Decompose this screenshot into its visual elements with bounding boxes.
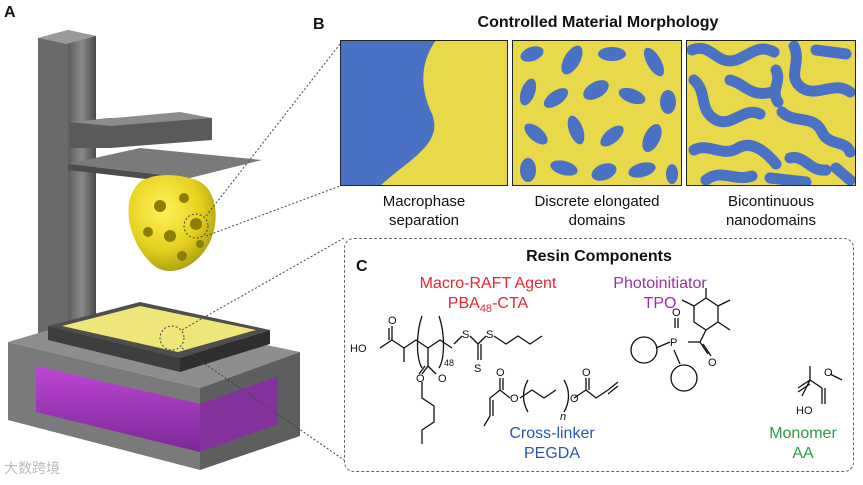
caption-macrophase-line2: separation <box>388 212 460 229</box>
caption-macrophase-line1: Macrophase <box>382 193 466 210</box>
tile-bicontinuous <box>686 40 856 186</box>
text-o-pegda4: O <box>582 367 591 379</box>
text-o-tpo: O <box>672 307 681 319</box>
macro-raft-sub: 48 <box>479 303 493 316</box>
text-o-tpo2: O <box>708 357 717 369</box>
resin-components-box <box>344 238 854 472</box>
printer-illustration <box>8 30 300 470</box>
caption-discrete-line2: domains <box>568 212 626 229</box>
caption-bicontinuous: Bicontinuous nanodomains <box>686 192 856 230</box>
macro-raft-line2: PBA48-CTA <box>398 294 578 319</box>
tile-discrete <box>512 40 682 186</box>
caption-bicontinuous-line2: nanodomains <box>725 212 817 229</box>
macro-raft-prefix: PBA <box>447 295 480 312</box>
chemical-structures: HO O 48 S S S O O O O n O O O P O HO O <box>350 288 843 444</box>
monomer-label: Monomer AA <box>758 424 848 464</box>
text-ho-raft: HO <box>350 343 367 355</box>
text-o-ester2: O <box>438 373 447 385</box>
resin-components-title: Resin Components <box>526 248 672 265</box>
build-plate <box>68 148 262 178</box>
caption-macrophase: Macrophase separation <box>340 192 508 230</box>
panel-c-letter: C <box>356 258 368 275</box>
crosslinker-line2: PEGDA <box>523 445 580 462</box>
panel-b-letter: B <box>313 16 325 33</box>
macro-raft-line1: Macro-RAFT Agent <box>419 275 557 292</box>
text-s3: S <box>474 363 481 375</box>
text-o-pegda2: O <box>510 393 519 405</box>
photoinitiator-line2: TPO <box>643 295 677 312</box>
monomer-line1: Monomer <box>769 425 837 442</box>
crosslinker-line1: Cross-linker <box>509 425 595 442</box>
text-n: n <box>560 411 566 423</box>
text-o-ester1: O <box>416 373 425 385</box>
column-side <box>38 30 68 338</box>
text-o-pegda1: O <box>496 367 505 379</box>
caption-discrete: Discrete elongated domains <box>512 192 682 230</box>
resin <box>62 306 256 352</box>
morphology-title: Controlled Material Morphology <box>477 14 719 31</box>
caption-discrete-line1: Discrete elongated <box>534 193 660 210</box>
monomer-line2: AA <box>792 445 814 462</box>
column-front <box>68 30 96 330</box>
text-ho-aa: HO <box>796 405 813 417</box>
text-sub48: 48 <box>444 358 454 368</box>
printed-object <box>128 175 216 272</box>
macro-raft-suffix: -CTA <box>492 295 529 312</box>
macro-raft-label: Macro-RAFT Agent PBA48-CTA <box>398 274 578 319</box>
text-p-tpo: P <box>670 337 677 349</box>
photoinitiator-line1: Photoinitiator <box>613 275 707 292</box>
watermark: 大数跨境 <box>4 460 60 476</box>
tile-macrophase <box>340 40 508 186</box>
text-o-raft: O <box>388 315 397 327</box>
text-o-pegda3: O <box>570 393 579 405</box>
text-s1: S <box>462 329 469 341</box>
text-o-aa: O <box>824 367 833 379</box>
photoinitiator-label: Photoinitiator TPO <box>600 274 720 314</box>
uv-light <box>36 366 200 452</box>
text-s2: S <box>486 329 493 341</box>
crosslinker-label: Cross-linker PEGDA <box>492 424 612 464</box>
caption-bicontinuous-line1: Bicontinuous <box>728 193 814 210</box>
panel-a-letter: A <box>4 4 16 21</box>
